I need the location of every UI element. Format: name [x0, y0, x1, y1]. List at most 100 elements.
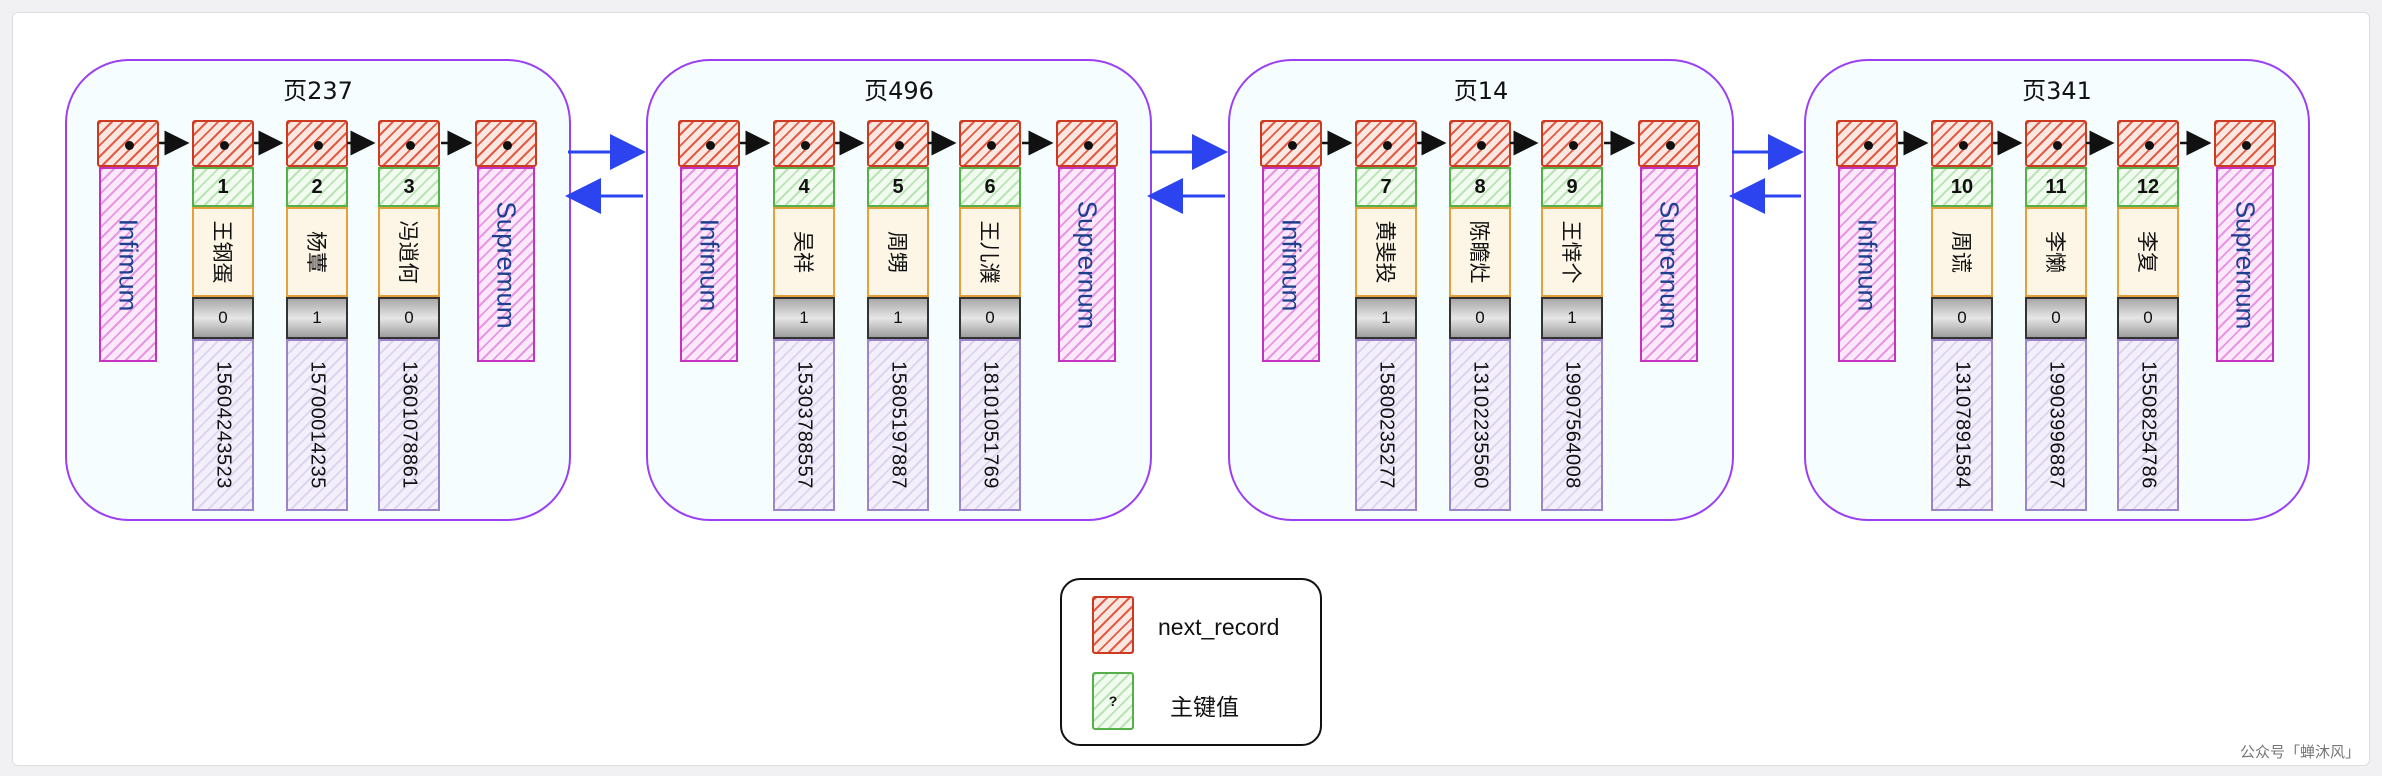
next-record-pointer — [475, 120, 537, 167]
pointer-dot — [1864, 141, 1873, 150]
infimum-body: Infimum — [680, 167, 738, 362]
primary-key: 2 — [286, 167, 348, 207]
name-text: 冯逍何 — [396, 220, 419, 284]
next-record-pointer — [1541, 120, 1603, 167]
pointer-dot — [2053, 141, 2062, 150]
next-record-pointer — [1836, 120, 1898, 167]
primary-key: 4 — [773, 167, 835, 207]
page-title: 页237 — [283, 77, 353, 105]
pointer-dot — [1477, 141, 1486, 150]
name-field: 王儿濮 — [959, 207, 1021, 297]
name-text: 吴祥 — [791, 231, 814, 273]
supremum-body: Supremum — [477, 167, 535, 362]
phone-field: 13107891584 — [1931, 339, 1993, 511]
name-text: 李复 — [2135, 231, 2158, 273]
name-field: 王悻个 — [1541, 207, 1603, 297]
pointer-dot — [1084, 141, 1093, 150]
pointer-dot — [1959, 141, 1968, 150]
supremum-body: Suprernum — [2216, 167, 2274, 362]
flag-field: 1 — [867, 297, 929, 339]
primary-key: 1 — [192, 167, 254, 207]
phone-text: 15508254786 — [2137, 361, 2160, 489]
name-field: 陈瞻灶 — [1449, 207, 1511, 297]
pointer-dot — [503, 141, 512, 150]
legend-key-label: 主键值 — [1170, 694, 1239, 720]
name-text: 王悻个 — [1559, 220, 1582, 284]
next-record-pointer — [1449, 120, 1511, 167]
primary-key: 8 — [1449, 167, 1511, 207]
data-page: 页14 Infimum 7 黄斐投 1 15800235277 8 陈瞻灶 0 … — [1228, 59, 1734, 521]
flag-field: 0 — [1449, 297, 1511, 339]
phone-text: 15805197887 — [887, 361, 910, 489]
flag-field: 0 — [959, 297, 1021, 339]
flag-field: 1 — [286, 297, 348, 339]
legend-pointer-swatch — [1092, 596, 1134, 654]
primary-key: 10 — [1931, 167, 1993, 207]
phone-text: 13107891584 — [1951, 361, 1974, 489]
primary-key: 12 — [2117, 167, 2179, 207]
phone-field: 19903996887 — [2025, 339, 2087, 511]
legend-pointer-label: next_record — [1158, 614, 1280, 640]
phone-field: 15700014235 — [286, 339, 348, 511]
data-page: 页237 Infimum 1 王钢蛋 0 15604243523 2 杨蕈 1 … — [65, 59, 571, 521]
page-title: 页496 — [864, 77, 934, 105]
watermark: 公众号「蝉沐风」 — [2239, 743, 2360, 761]
pointer-dot — [1569, 141, 1578, 150]
flag-field: 1 — [1541, 297, 1603, 339]
page-title: 页14 — [1453, 77, 1509, 105]
phone-field: 15805197887 — [867, 339, 929, 511]
pointer-dot — [220, 141, 229, 150]
flag-field: 1 — [773, 297, 835, 339]
primary-key: 7 — [1355, 167, 1417, 207]
next-record-pointer — [1056, 120, 1118, 167]
next-record-pointer — [959, 120, 1021, 167]
next-record-pointer — [2025, 120, 2087, 167]
primary-key: 3 — [378, 167, 440, 207]
next-record-pointer — [867, 120, 929, 167]
phone-field: 18101051769 — [959, 339, 1021, 511]
pointer-dot — [706, 141, 715, 150]
next-record-pointer — [1355, 120, 1417, 167]
name-text: 陈瞻灶 — [1467, 220, 1490, 284]
name-field: 冯逍何 — [378, 207, 440, 297]
name-field: 黄斐投 — [1355, 207, 1417, 297]
phone-field: 15800235277 — [1355, 339, 1417, 511]
next-record-pointer — [773, 120, 835, 167]
infimum-body: Infimum — [99, 167, 157, 362]
legend-key-swatch: ? — [1092, 672, 1134, 730]
phone-field: 15303788557 — [773, 339, 835, 511]
flag-field: 0 — [2117, 297, 2179, 339]
pointer-dot — [2242, 141, 2251, 150]
primary-key: 9 — [1541, 167, 1603, 207]
next-record-pointer — [97, 120, 159, 167]
pointer-dot — [801, 141, 810, 150]
next-record-pointer — [286, 120, 348, 167]
supremum-label: Suprernum — [2230, 200, 2261, 329]
name-field: 王钢蛋 — [192, 207, 254, 297]
next-record-pointer — [378, 120, 440, 167]
next-record-pointer — [2214, 120, 2276, 167]
primary-key: 11 — [2025, 167, 2087, 207]
pointer-dot — [125, 141, 134, 150]
legend: next_record ? 主键值 — [1060, 578, 1322, 746]
name-text: 黄斐投 — [1373, 220, 1396, 284]
flag-field: 0 — [1931, 297, 1993, 339]
supremum-label: Suprernum — [1654, 200, 1685, 329]
infimum-label: Infimum — [694, 218, 725, 311]
page-title: 页341 — [2022, 77, 2092, 105]
pointer-dot — [406, 141, 415, 150]
name-field: 李复 — [2117, 207, 2179, 297]
next-record-pointer — [1931, 120, 1993, 167]
phone-text: 15800235277 — [1375, 361, 1398, 489]
infimum-body: Infimum — [1838, 167, 1896, 362]
phone-field: 19907564008 — [1541, 339, 1603, 511]
data-page: 页496 Infimum 4 吴祥 1 15303788557 5 周甥 1 1… — [646, 59, 1152, 521]
name-text: 周甥 — [885, 231, 908, 273]
name-field: 吴祥 — [773, 207, 835, 297]
name-text: 周谎 — [1949, 231, 1972, 273]
phone-text: 18101051769 — [979, 361, 1002, 489]
primary-key: 5 — [867, 167, 929, 207]
pointer-dot — [987, 141, 996, 150]
infimum-label: Infimum — [1852, 218, 1883, 311]
phone-text: 19907564008 — [1561, 361, 1584, 489]
